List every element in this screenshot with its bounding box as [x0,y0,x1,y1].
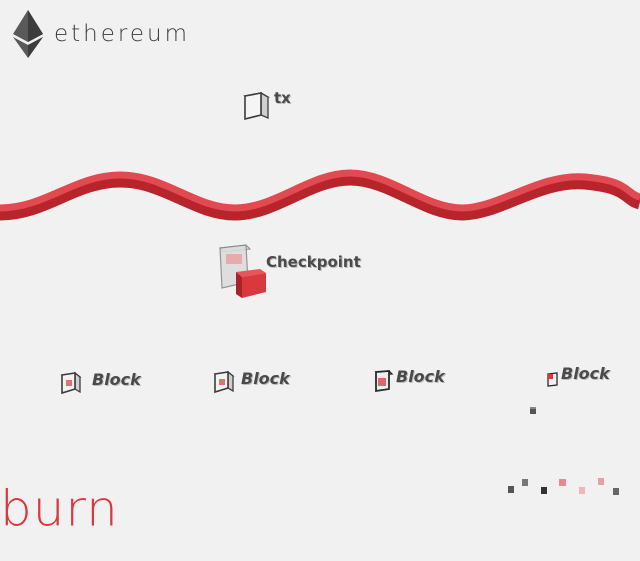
block-label: Block [561,363,610,383]
block-label: Block [241,368,290,388]
block-node-4[interactable]: Block [546,364,610,389]
small-cube [530,407,536,414]
small-cube [508,479,547,494]
small-cube [559,478,619,495]
tx-cube-icon [243,91,270,121]
block-node-3[interactable]: Block [374,366,445,394]
block-node-2[interactable]: Block [213,369,290,395]
tx-label: tx [274,89,291,107]
burn-logo: burn [0,480,119,538]
ethereum-logo: ethereum [10,8,190,58]
checkpoint-node[interactable]: Checkpoint [216,242,361,302]
block-label: Block [92,369,141,389]
block-label: Block [396,366,445,386]
block-cube-icon [60,371,82,395]
tx-node[interactable]: tx [242,88,291,124]
block-cube-icon [547,372,558,387]
block-cube-icon [374,370,394,393]
chain-wave [0,169,640,221]
checkpoint-label: Checkpoint [266,253,361,271]
checkpoint-cube-icon [218,244,266,298]
block-node-1[interactable]: Block [60,370,141,396]
brand-name: ethereum [54,21,190,47]
ethereum-diamond-icon [13,10,43,58]
block-cube-icon [213,370,235,394]
